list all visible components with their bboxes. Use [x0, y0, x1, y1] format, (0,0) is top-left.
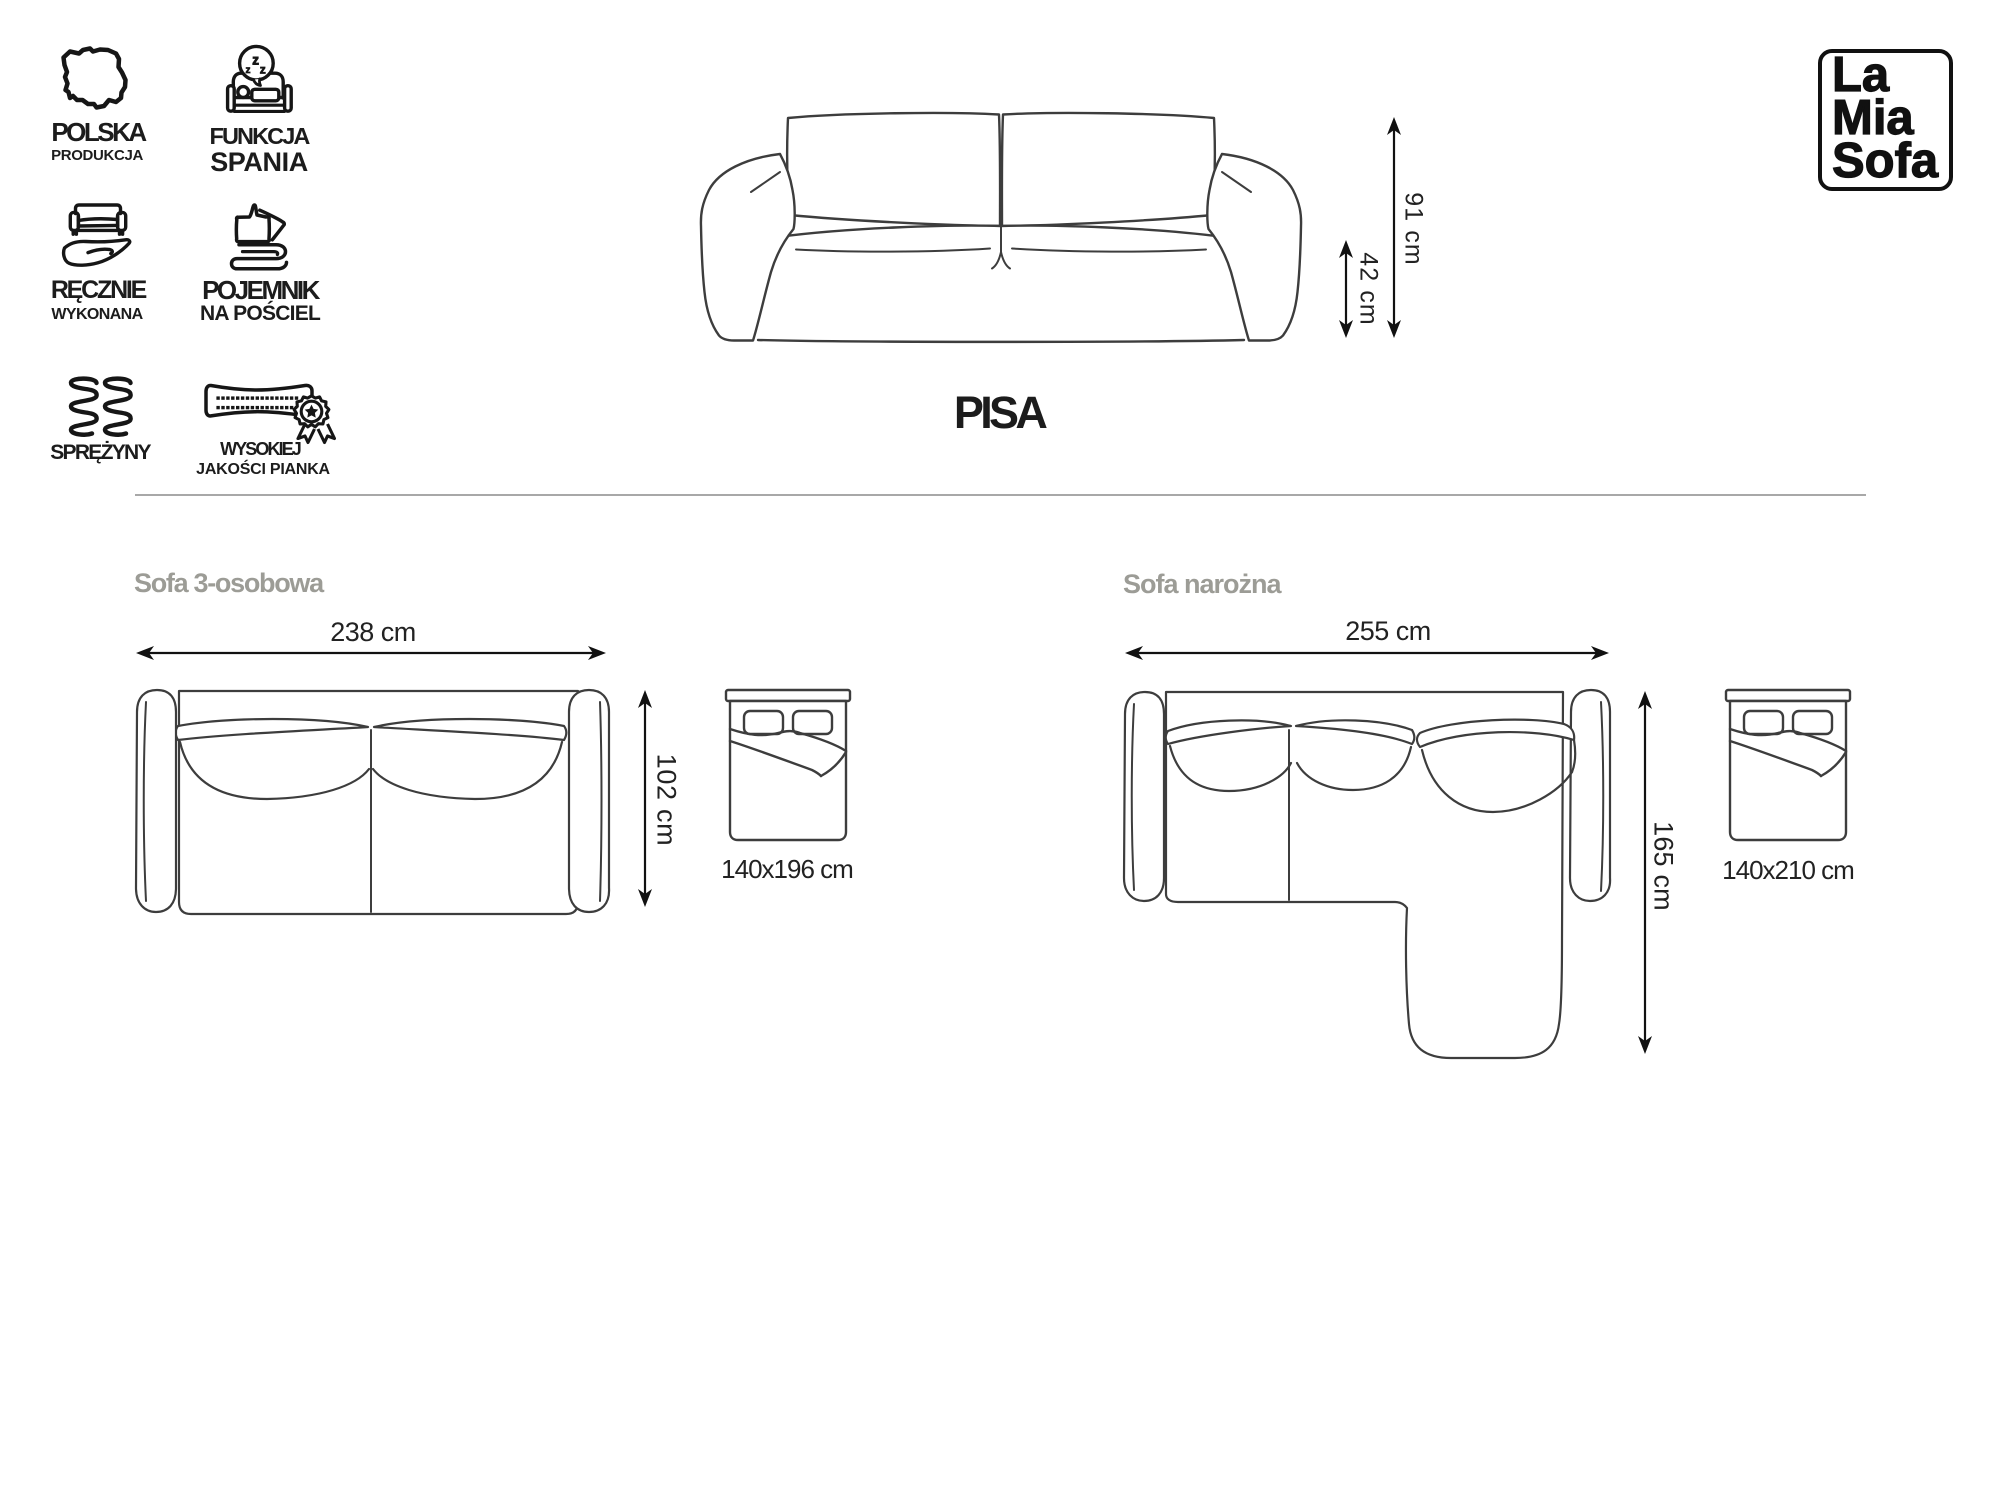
svg-text:z: z: [252, 53, 259, 68]
svg-text:z: z: [246, 65, 251, 76]
svg-text:z: z: [260, 63, 266, 77]
